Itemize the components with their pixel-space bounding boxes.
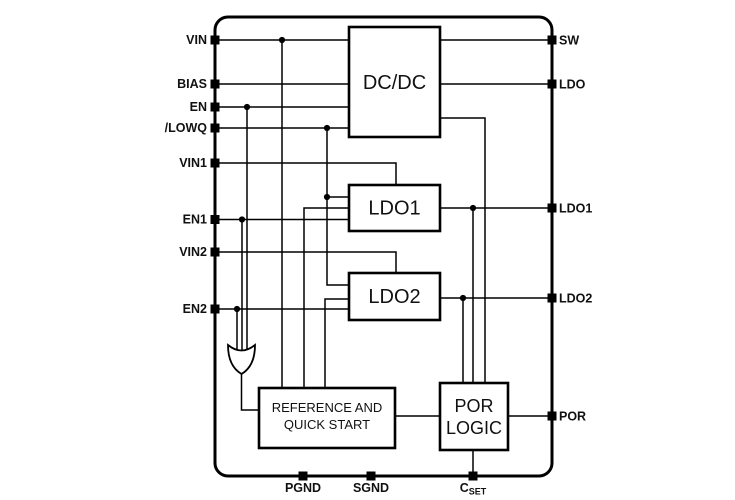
net-reference-to-ldo1 [303,207,349,388]
pin-label-cset-sub: SET [469,487,487,497]
pin-label-vin1: VIN1 [179,156,207,170]
chip-outline [213,15,554,478]
pin-label-vin: VIN [186,33,207,47]
pin-label-por: POR [559,410,586,424]
pin-label-lowq: /LOWQ [165,121,208,135]
wire-vin1 [215,162,397,185]
pin-label-ldo2-out: LDO2 [559,292,592,306]
block-ldo2 [347,271,442,322]
pin-square-por [547,411,557,421]
ldo1-label: LDO1 [368,198,420,220]
pin-label-sgnd: SGND [353,481,389,495]
pin-square-en [210,102,220,112]
junction-dot-ldo2-out [459,294,467,302]
pin-square-sgnd [366,471,376,481]
junction-dot-en2 [233,305,241,313]
pin-square-vin1 [210,158,220,168]
pin-square-pgnd [298,471,308,481]
pin-square-en2 [210,304,220,314]
junction-dot-en [243,103,251,111]
wire-vin2 [215,251,397,273]
pin-label-bias: BIAS [177,77,207,91]
pin-label-en1: EN1 [183,213,207,227]
net-reference-to-ldo2 [324,298,349,388]
block-ldo1 [347,183,442,233]
reference-label-line2: QUICK START [284,417,370,432]
junction-dot-ldo1-out [469,204,477,212]
pin-square-vin [210,35,220,45]
junction-dot-lowq [323,124,331,132]
pin-label-en2: EN2 [183,302,207,316]
pin-label-ldo1-out: LDO1 [559,202,592,216]
ldo2-label: LDO2 [368,286,420,308]
pin-square-cset [468,471,478,481]
pin-label-cset: CSET [460,481,487,497]
net-orgate-to-reference [240,374,259,411]
pin-square-en1 [210,215,220,224]
junction-dot-en1 [238,216,246,223]
block-dcdc [347,25,442,139]
net-lowq-to-ldo2 [326,128,349,286]
dcdc-label: DC/DC [363,72,426,94]
pin-square-bias [210,79,220,89]
junction-dot-vin [278,36,286,44]
block-por-logic [438,381,510,452]
pin-square-sw [547,35,557,45]
pin-square-ldo2 [547,293,557,303]
net-dcdc-to-por [440,117,486,383]
pin-label-en: EN [190,100,207,114]
por-label-line2: LOGIC [446,418,502,438]
pin-square-ldo1 [547,203,557,213]
pin-label-vin2: VIN2 [179,245,207,259]
reference-label-line1: REFERENCE AND [272,400,383,415]
block-reference [257,386,397,450]
junction-dot-lowq-ldo1 [323,193,331,201]
pin-label-pgnd: PGND [285,481,321,495]
pin-label-cset-main: C [460,481,469,495]
por-label-line1: POR [454,396,493,416]
pin-square-vin2 [210,247,220,257]
pin-square-ldo [547,79,557,89]
pin-square-lowq [210,123,220,133]
or-gate [227,343,256,376]
pin-label-ldo: LDO [559,78,586,92]
pin-label-sw: SW [559,34,579,48]
